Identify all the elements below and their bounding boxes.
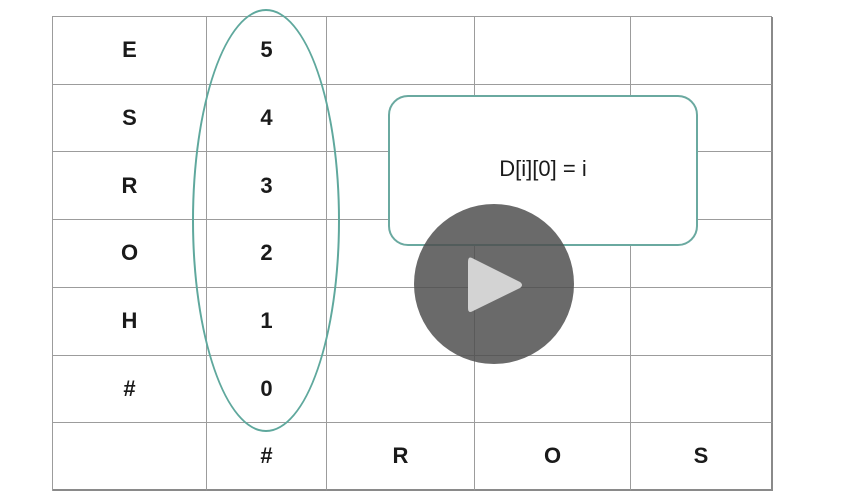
table-cell-r5-c0: # [53,355,207,424]
table-cell-r6-c3: O [475,423,631,491]
table-cell-r6-c4: S [631,423,773,491]
table-cell-r6-c1: # [207,423,327,491]
table-cell-r5-c4 [631,355,773,424]
table-cell-r0-c3 [475,17,631,85]
table-cell-r1-c0: S [53,84,207,153]
table-cell-r4-c4 [631,287,773,356]
table-cell-r4-c1: 1 [207,287,327,356]
table-cell-r6-c2: R [327,423,475,491]
table-cell-r1-c1: 4 [207,84,327,153]
table-cell-r4-c0: H [53,287,207,356]
table-cell-r2-c0: R [53,152,207,221]
table-cell-r2-c4 [631,152,773,221]
table-cell-r5-c2 [327,355,475,424]
table-cell-r3-c4 [631,220,773,288]
table-cell-r0-c1: 5 [207,17,327,85]
table-cell-r4-c3 [475,287,631,356]
table-cell-r3-c1: 2 [207,220,327,288]
table-cell-r0-c4 [631,17,773,85]
table-cell-r5-c3 [475,355,631,424]
play-icon[interactable] [466,254,524,316]
table-cell-r6-c0 [53,423,207,491]
table-cell-r0-c2 [327,17,475,85]
table-cell-r2-c1: 3 [207,152,327,221]
table-cell-r0-c0: E [53,17,207,85]
annotation-text: D[i][0] = i [499,155,587,181]
table-cell-r1-c4 [631,84,773,153]
table-cell-r3-c0: O [53,220,207,288]
table-cell-r5-c1: 0 [207,355,327,424]
